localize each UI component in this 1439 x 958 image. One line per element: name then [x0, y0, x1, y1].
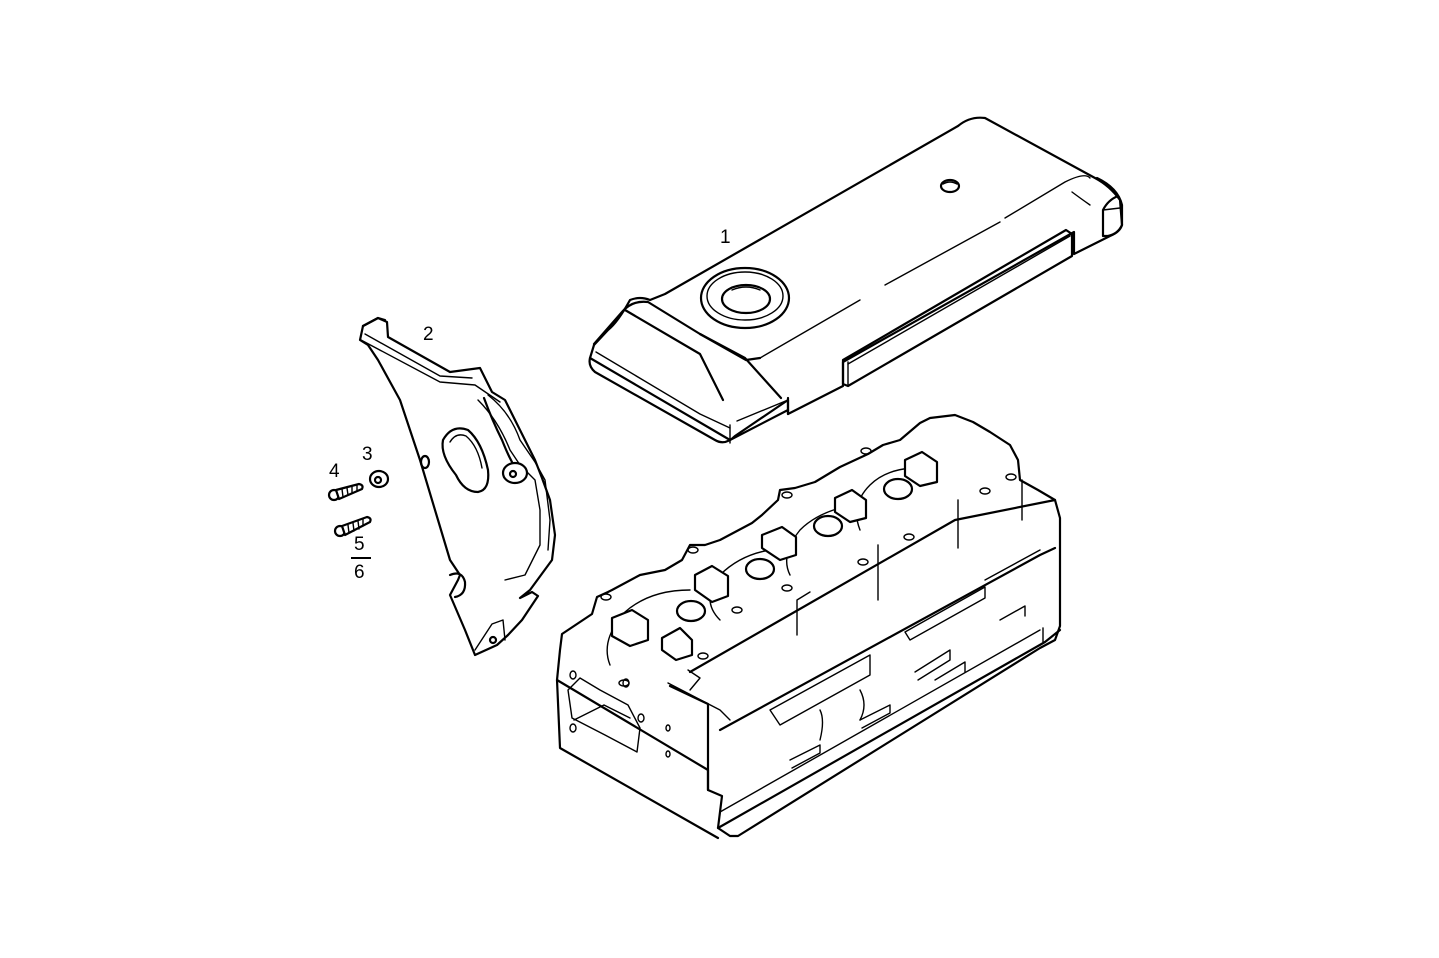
callout-fraction-bar	[351, 557, 371, 559]
cylinder-head	[555, 413, 1062, 840]
screw-4	[327, 482, 364, 502]
callout-1: 1	[720, 227, 731, 248]
callout-5: 5	[354, 534, 365, 555]
callout-3: 3	[362, 444, 373, 465]
callout-6: 6	[354, 562, 365, 583]
washer	[368, 469, 390, 489]
callout-4: 4	[329, 461, 340, 482]
timing-belt-cover	[358, 316, 557, 657]
valve-cover	[588, 116, 1124, 444]
callout-2: 2	[423, 324, 434, 345]
screw-5	[333, 515, 372, 538]
